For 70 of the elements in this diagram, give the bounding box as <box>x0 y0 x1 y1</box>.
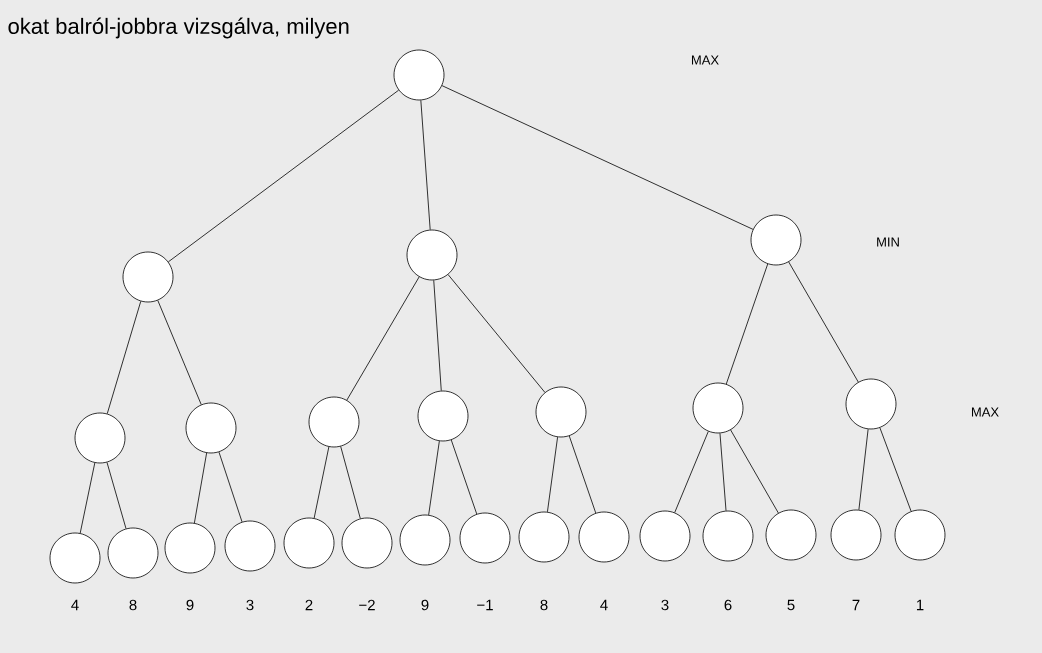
tree-node-circle <box>750 214 802 266</box>
leaf-value: 7 <box>852 599 860 611</box>
tree-node-circle <box>535 386 587 438</box>
tree-node-circle <box>894 509 946 561</box>
leaf-value: 3 <box>246 599 254 611</box>
leaf-value: 8 <box>540 599 548 611</box>
level-label: MAX <box>972 407 999 417</box>
tree-node-circle <box>74 412 126 464</box>
level-label: MIN <box>877 237 899 247</box>
tree-node-circle <box>399 514 451 566</box>
tree-edge <box>788 261 859 383</box>
tree-node-circle <box>224 520 276 572</box>
tree-node-circle <box>417 390 469 442</box>
leaf-value: 6 <box>724 599 732 611</box>
leaf-value: 1 <box>916 599 924 611</box>
tree-edge <box>428 440 440 516</box>
tree-node-circle <box>283 517 335 569</box>
tree-edge <box>346 276 420 401</box>
tree-edge <box>879 427 912 512</box>
tree-node-circle <box>845 378 897 430</box>
tree-node-circle <box>341 517 393 569</box>
tree-node-circle <box>765 509 817 561</box>
tree-node-circle <box>692 382 744 434</box>
tree-edge <box>106 462 127 529</box>
tree-edge <box>447 274 546 393</box>
tree-node-circle <box>185 402 237 454</box>
tree-edge <box>433 279 442 392</box>
tree-node-circle <box>518 511 570 563</box>
leaf-value: 4 <box>71 599 79 611</box>
leaf-value: 2 <box>305 599 313 611</box>
leaf-value: 9 <box>186 599 194 611</box>
leaf-value: 9 <box>421 599 429 611</box>
level-label: MAX <box>692 55 719 65</box>
tree-edge <box>441 85 754 230</box>
leaf-value: 8 <box>129 599 137 611</box>
tree-node-circle <box>49 532 101 584</box>
tree-node-circle <box>164 522 216 574</box>
tree-edge <box>167 89 400 263</box>
tree-node-circle <box>308 396 360 448</box>
tree-node-circle <box>393 49 445 101</box>
tree-edge <box>106 300 142 415</box>
tree-edge <box>340 446 361 519</box>
tree-edge <box>568 435 597 514</box>
tree-edge <box>719 432 727 512</box>
tree-edge <box>858 428 869 511</box>
leaf-value: 4 <box>600 599 608 611</box>
tree-edge <box>157 300 202 405</box>
leaf-value: 3 <box>661 599 669 611</box>
tree-node-circle <box>406 229 458 281</box>
leaf-value: −1 <box>477 599 493 611</box>
cut-off-text-line: okat balról-jobbra vizsgálva, milyen <box>8 17 349 39</box>
tree-node-circle <box>639 510 691 562</box>
tree-edge <box>194 452 208 524</box>
tree-node-circle <box>578 511 630 563</box>
tree-edge <box>547 436 558 513</box>
tree-edge <box>218 451 243 523</box>
tree-node-circle <box>122 251 174 303</box>
tree-edge <box>420 99 431 231</box>
tree-edge <box>674 431 709 513</box>
tree-node-circle <box>830 509 882 561</box>
tree-node-circle <box>107 527 159 579</box>
leaf-value: −2 <box>359 599 375 611</box>
tree-edge <box>730 429 779 514</box>
leaf-value: 5 <box>787 599 795 611</box>
tree-node-circle <box>459 512 511 564</box>
tree-edge <box>313 446 330 519</box>
tree-edge <box>79 462 96 534</box>
tree-node-circle <box>702 510 754 562</box>
tree-edge <box>450 439 478 515</box>
tree-edge <box>725 263 769 385</box>
